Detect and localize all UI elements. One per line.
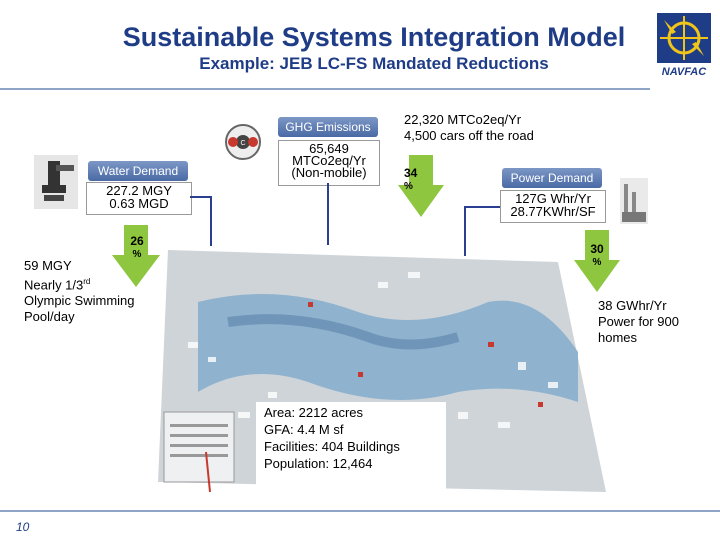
ghg-value-1: 65,649: [309, 141, 349, 156]
footer-divider: [0, 510, 720, 512]
power-demand-value: 127G Whr/Yr 28.77KWhr/SF: [500, 190, 606, 223]
ghg-reduction-pct: 34 %: [404, 166, 426, 194]
header-divider: [0, 88, 650, 90]
water-note-3: Olympic Swimming: [24, 293, 135, 309]
power-plant-icon: [620, 178, 648, 224]
power-reduction-arrow: [574, 230, 620, 292]
logo-text: NAVFAC: [661, 66, 707, 78]
ghg-pct-value: 34: [404, 166, 418, 180]
power-demand-label: Power Demand: [502, 168, 602, 188]
power-connector-h: [464, 206, 500, 208]
water-connector-h: [190, 196, 212, 198]
site-gfa: GFA: 4.4 M sf: [264, 422, 344, 437]
navfac-logo: NAVFAC: [656, 12, 712, 84]
ghg-note-1: 22,320 MTCo2eq/Yr: [404, 112, 522, 127]
slide-title: Sustainable Systems Integration Model: [122, 22, 626, 52]
power-value-2: 28.77KWhr/SF: [510, 204, 596, 219]
power-note-3: homes: [598, 330, 638, 345]
power-note-1: 38 GWhr/Yr: [598, 298, 667, 313]
power-reduction-pct: 30 %: [586, 242, 608, 270]
ghg-emissions-label: GHG Emissions: [278, 117, 378, 137]
power-note: 38 GWhr/Yr Power for 900 homes: [598, 298, 679, 346]
water-connector-v: [210, 196, 212, 246]
water-demand-value: 227.2 MGY 0.63 MGD: [86, 182, 192, 215]
water-faucet-icon: [34, 155, 78, 209]
water-note-4: Pool/day: [24, 309, 75, 325]
ghg-note-2: 4,500 cars off the road: [404, 128, 534, 143]
water-note-2: Nearly 1/3rd: [24, 277, 91, 293]
svg-text:C: C: [240, 140, 245, 147]
water-value-mgy: 227.2 MGY: [106, 183, 172, 198]
ghg-emissions-value: 65,649 MTCo2eq/Yr (Non-mobile): [278, 140, 380, 186]
power-pct-value: 30: [590, 242, 604, 256]
site-population: Population: 12,464: [264, 456, 373, 471]
water-pct-sign: %: [132, 249, 142, 260]
co2-icon: C: [224, 123, 262, 161]
power-value-1: 127G Whr/Yr: [515, 191, 591, 206]
site-facilities: Facilities: 404 Buildings: [264, 439, 400, 454]
ghg-reduction-arrow: [398, 155, 444, 217]
water-reduction-arrow: [112, 225, 160, 287]
water-reduction-pct: 26 %: [126, 234, 148, 262]
ghg-note: 22,320 MTCo2eq/Yr 4,500 cars off the roa…: [404, 112, 534, 144]
ghg-pct-sign: %: [404, 181, 413, 192]
site-info: Area: 2212 acres GFA: 4.4 M sf Facilitie…: [256, 402, 446, 490]
power-pct-sign: %: [592, 257, 602, 268]
water-pct-value: 26: [130, 234, 144, 248]
ghg-value-2: MTCo2eq/Yr: [292, 153, 366, 168]
ghg-connector-v: [327, 183, 329, 245]
water-note-1: 59 MGY: [24, 258, 72, 273]
water-demand-label: Water Demand: [88, 161, 188, 181]
ghg-value-3: (Non-mobile): [291, 165, 367, 180]
power-note-2: Power for 900: [598, 314, 679, 329]
water-note: 59 MGY Nearly 1/3rd Olympic Swimming Poo…: [24, 258, 135, 325]
slide-subtitle: Example: JEB LC-FS Mandated Reductions: [199, 54, 549, 73]
water-value-mgd: 0.63 MGD: [109, 196, 169, 211]
site-area: Area: 2212 acres: [264, 405, 364, 420]
page-number: 10: [16, 520, 30, 534]
power-connector-v: [464, 206, 466, 256]
